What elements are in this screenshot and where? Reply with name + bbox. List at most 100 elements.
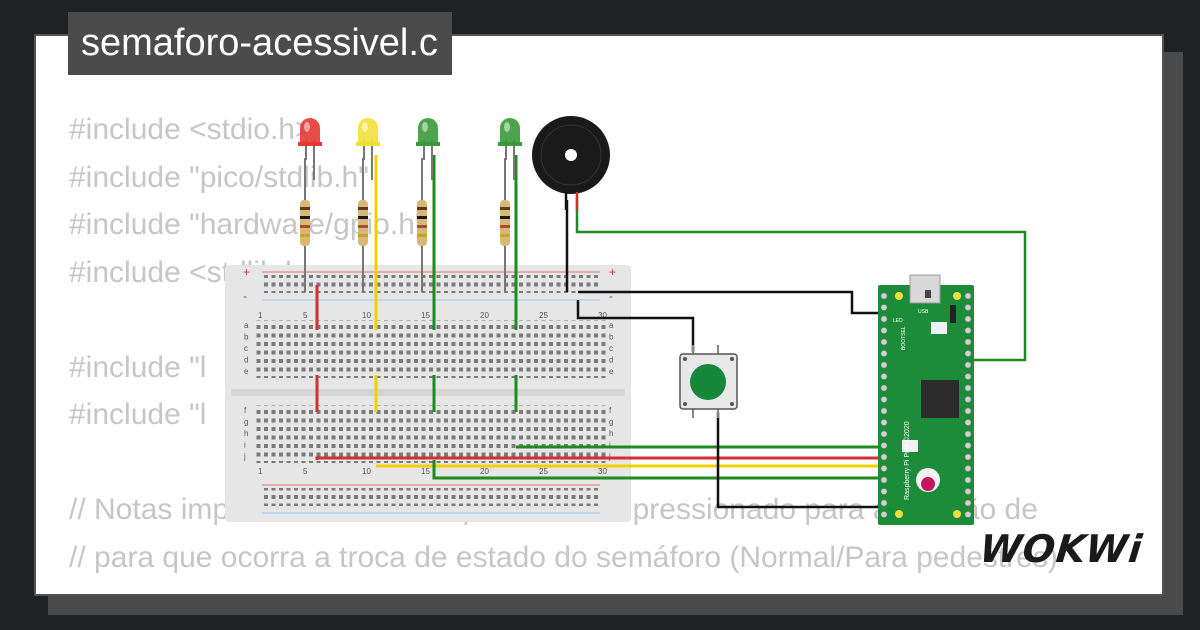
pin (880, 304, 888, 311)
resistor (417, 200, 427, 246)
pin (964, 338, 972, 346)
pin (964, 476, 972, 484)
top-power-rail (262, 275, 600, 293)
row-letter: c (244, 344, 248, 353)
row-letter: c (609, 344, 613, 353)
column-number: 20 (480, 467, 489, 476)
row-letter: d (609, 356, 613, 365)
pin (880, 465, 888, 472)
pin (964, 304, 972, 311)
resistor (300, 200, 310, 246)
pin (964, 373, 972, 380)
code-line: // para que ocorra a troca de estado do … (69, 540, 1058, 574)
buzzer (532, 116, 610, 210)
pin (880, 419, 888, 426)
wires (315, 155, 1027, 509)
row-letter: j (243, 452, 246, 461)
pin (880, 453, 888, 461)
leds (298, 118, 522, 180)
row-letter: e (244, 367, 249, 376)
column-number: 15 (421, 311, 430, 320)
resistor (358, 200, 368, 246)
center-channel (231, 389, 625, 396)
red-wire-bb-pico (315, 456, 887, 460)
pin (880, 430, 888, 438)
pin (964, 361, 972, 369)
pin (880, 361, 888, 369)
column-number: 10 (362, 467, 371, 476)
resistors (300, 158, 510, 292)
terminal-strip-bottom (254, 405, 607, 463)
pin (964, 511, 972, 518)
minus-sign: - (609, 289, 613, 303)
pin (964, 419, 972, 426)
row-letter: a (244, 321, 249, 330)
rp2040-chip (921, 380, 959, 418)
usb-port (909, 274, 941, 304)
pin (964, 442, 972, 449)
column-number: 15 (421, 467, 430, 476)
pico-silkscreen: Raspberry Pi Pico ©2020 (903, 421, 911, 500)
pin (964, 292, 972, 300)
pin (964, 430, 972, 438)
pushbutton[interactable] (679, 345, 738, 418)
code-line: #include "l (69, 350, 207, 384)
row-letter: h (244, 429, 248, 438)
column-number: 5 (303, 311, 308, 320)
pin (964, 499, 972, 507)
column-number: 1 (258, 311, 263, 320)
pin (880, 407, 888, 415)
row-letter: f (609, 406, 612, 415)
pin (880, 488, 888, 495)
red-led (298, 118, 322, 180)
pin (964, 384, 972, 392)
column-number: 20 (480, 311, 489, 320)
green-led-1 (416, 118, 440, 180)
green-wire-bb-pico-1 (432, 460, 887, 480)
button-cap (690, 364, 726, 400)
file-title: semaforo-acessivel.c (68, 12, 452, 75)
pin (880, 315, 888, 323)
pin (880, 384, 888, 392)
row-letter: f (244, 406, 247, 415)
row-letter: i (244, 441, 246, 450)
row-letter: g (244, 418, 248, 427)
pin (964, 315, 972, 323)
pin (880, 373, 888, 380)
pin (880, 396, 888, 403)
minus-sign: - (243, 289, 247, 303)
code-line: #include "l (69, 398, 207, 431)
pin (964, 465, 972, 472)
led-label: LED (893, 318, 903, 324)
green-led-2 (498, 118, 522, 180)
row-letter: b (609, 333, 614, 342)
plus-sign: + (609, 265, 616, 279)
pin (880, 338, 888, 346)
pin (880, 476, 888, 484)
column-number: 30 (598, 311, 607, 320)
code-line: #include "pico/stdlib.h" (69, 160, 369, 194)
bottom-power-rail (262, 488, 600, 506)
pin (880, 292, 888, 300)
pin (964, 407, 972, 415)
pin (964, 396, 972, 403)
wokwi-logo: WOKWi (977, 527, 1145, 571)
pin (964, 453, 972, 461)
pin (880, 350, 888, 357)
pin (964, 350, 972, 357)
column-number: 30 (598, 467, 607, 476)
row-letter: b (244, 333, 249, 342)
row-letter: d (244, 356, 248, 365)
column-number: 5 (303, 467, 308, 476)
raspberry-pi-pico: LED USB BOOTSEL Raspberry Pi Pico ©2020 (878, 274, 974, 525)
code-line: #include <stdio.h> (69, 113, 313, 146)
pin (964, 327, 972, 334)
row-letter: h (609, 429, 613, 438)
column-number: 25 (539, 467, 548, 476)
column-number: 25 (539, 311, 548, 320)
terminal-strip-top (254, 320, 607, 378)
pin (880, 327, 888, 334)
pin (880, 511, 888, 518)
yellow-led (356, 118, 380, 180)
